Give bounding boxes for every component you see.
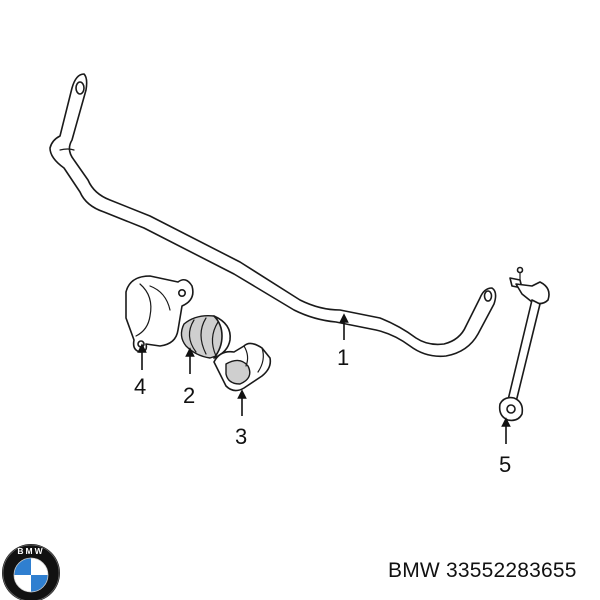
bmw-roundel-icon: BMW — [2, 544, 60, 600]
callout-2: 2 — [183, 383, 195, 408]
callout-4: 4 — [134, 374, 146, 399]
callout-1: 1 — [337, 345, 349, 370]
callout-arrows — [137, 313, 511, 444]
part-number: 33552283655 — [445, 559, 577, 582]
callout-3: 3 — [235, 424, 247, 449]
bushing-clip[interactable] — [213, 342, 272, 392]
stabilizer-bar[interactable] — [49, 73, 497, 358]
stabilizer-bushing[interactable] — [180, 314, 231, 359]
logo-lettering: BMW — [17, 546, 44, 556]
callout-5: 5 — [499, 452, 511, 477]
brand-label: BMW — [388, 559, 440, 582]
stabilizer-link[interactable] — [498, 266, 550, 422]
part-caption: BMW 33552283655 — [388, 559, 577, 583]
